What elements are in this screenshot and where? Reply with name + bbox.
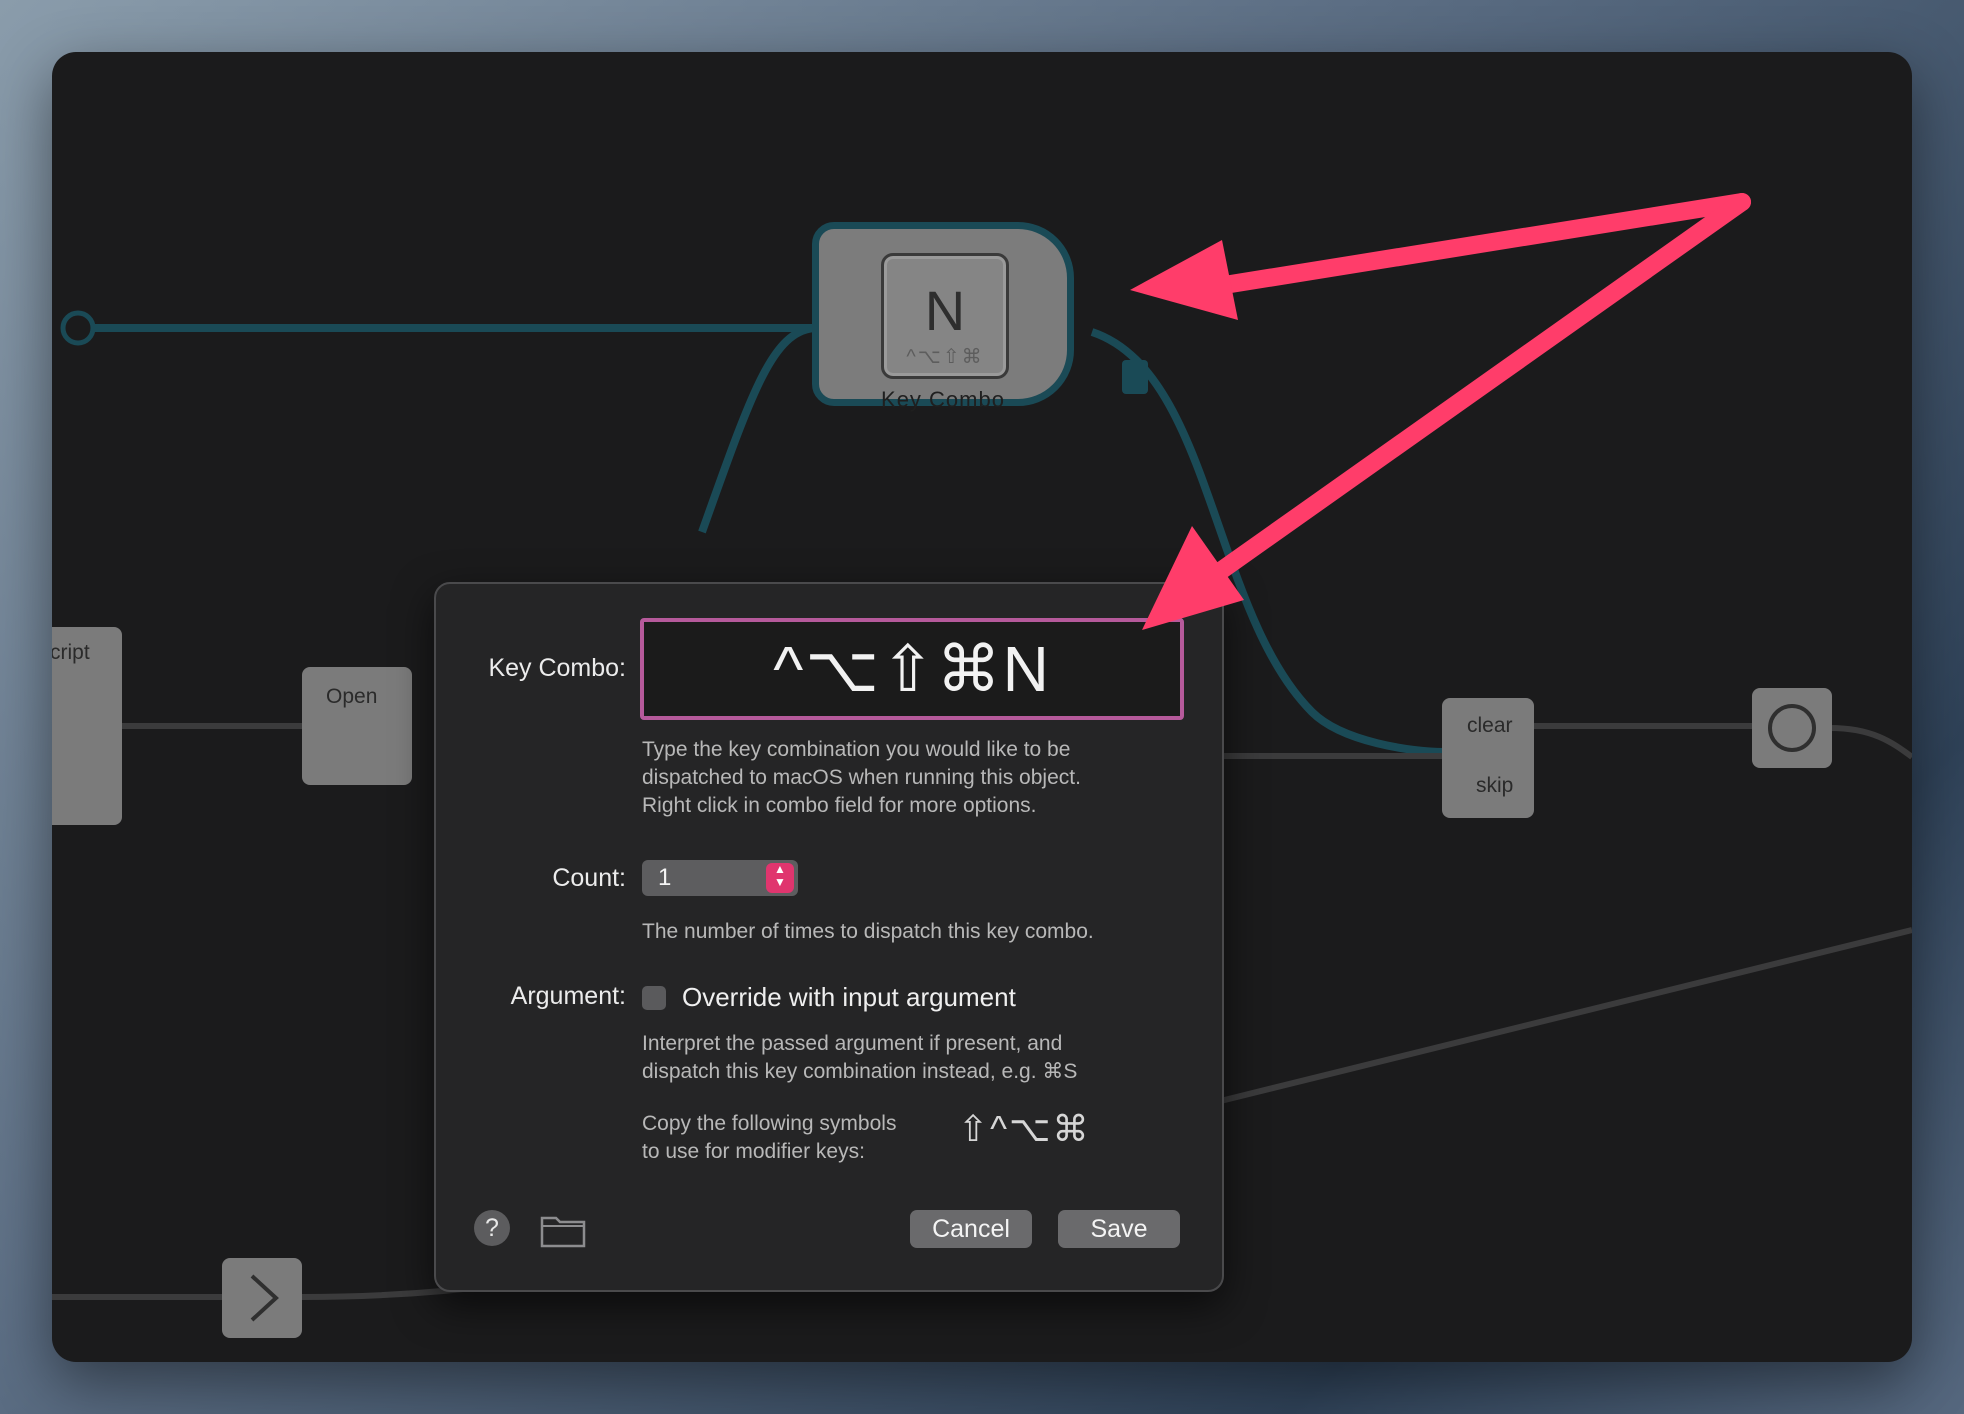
symbols-help-text: Copy the following symbols to use for mo… bbox=[642, 1112, 897, 1163]
argument-help-text: Interpret the passed argument if present… bbox=[642, 1032, 1078, 1083]
connection-line-gray bbox=[1167, 927, 1912, 1117]
connection-line-output bbox=[1090, 328, 1445, 756]
clear-output-label: clear bbox=[1467, 714, 1513, 737]
key-combo-field-label: Key Combo: bbox=[488, 654, 626, 682]
circle-node[interactable] bbox=[1752, 688, 1832, 768]
help-icon[interactable]: ? bbox=[474, 1210, 510, 1246]
count-stepper[interactable]: 1 ▲▼ bbox=[642, 860, 798, 896]
chevron-right-icon bbox=[250, 1274, 279, 1322]
annotation-arrow-to-field bbox=[1203, 193, 1751, 586]
arrowhead-icon bbox=[1130, 240, 1238, 320]
folder-icon[interactable] bbox=[540, 1212, 586, 1248]
play-node[interactable] bbox=[222, 1258, 302, 1338]
script-node[interactable]: cript bbox=[52, 627, 122, 825]
override-checkbox-label[interactable]: Override with input argument bbox=[682, 982, 1016, 1012]
key-combo-help-text: Type the key combination you would like … bbox=[642, 738, 1081, 817]
cancel-button[interactable]: Cancel bbox=[910, 1210, 1032, 1248]
output-port[interactable] bbox=[1122, 360, 1148, 394]
clear-skip-node[interactable]: clear skip bbox=[1442, 698, 1534, 818]
key-combo-field[interactable]: ^⌥⇧⌘N bbox=[640, 618, 1184, 720]
keyboard-key-icon: N ^⌥⇧⌘ bbox=[881, 253, 1009, 379]
workflow-canvas-window: cript Open N ^⌥⇧⌘ Key Combo clear skip K… bbox=[52, 52, 1912, 1362]
skip-output-label: skip bbox=[1476, 774, 1514, 797]
annotation-arrow-to-node bbox=[1203, 193, 1751, 296]
connection-line-gray bbox=[1829, 725, 1912, 760]
circle-icon bbox=[1768, 704, 1816, 752]
key-combo-node[interactable]: N ^⌥⇧⌘ Key Combo bbox=[812, 222, 1074, 412]
save-button[interactable]: Save bbox=[1058, 1210, 1180, 1248]
count-value: 1 bbox=[658, 864, 672, 891]
count-field-label: Count: bbox=[552, 864, 626, 892]
arrowhead-icon bbox=[1142, 526, 1244, 630]
modifier-symbols[interactable]: ⇧^⌥⌘ bbox=[958, 1108, 1091, 1149]
override-checkbox[interactable] bbox=[642, 986, 666, 1010]
open-node-label: Open bbox=[326, 685, 378, 708]
count-help-text: The number of times to dispatch this key… bbox=[642, 920, 1094, 943]
open-node[interactable]: Open bbox=[302, 667, 412, 785]
annotation-arrows bbox=[1130, 193, 1751, 630]
argument-label: Argument: bbox=[510, 982, 626, 1010]
key-combo-node-label: Key Combo bbox=[881, 387, 1005, 412]
connection-line-down bbox=[698, 324, 815, 534]
stepper-arrows-icon[interactable]: ▲▼ bbox=[766, 863, 794, 893]
script-node-label: cript bbox=[52, 641, 90, 664]
input-port-icon bbox=[60, 310, 96, 346]
key-combo-settings-dialog: Key Combo: ^⌥⇧⌘N Type the key combinatio… bbox=[434, 582, 1224, 1292]
key-letter: N bbox=[924, 279, 966, 342]
key-modifiers: ^⌥⇧⌘ bbox=[906, 346, 984, 368]
